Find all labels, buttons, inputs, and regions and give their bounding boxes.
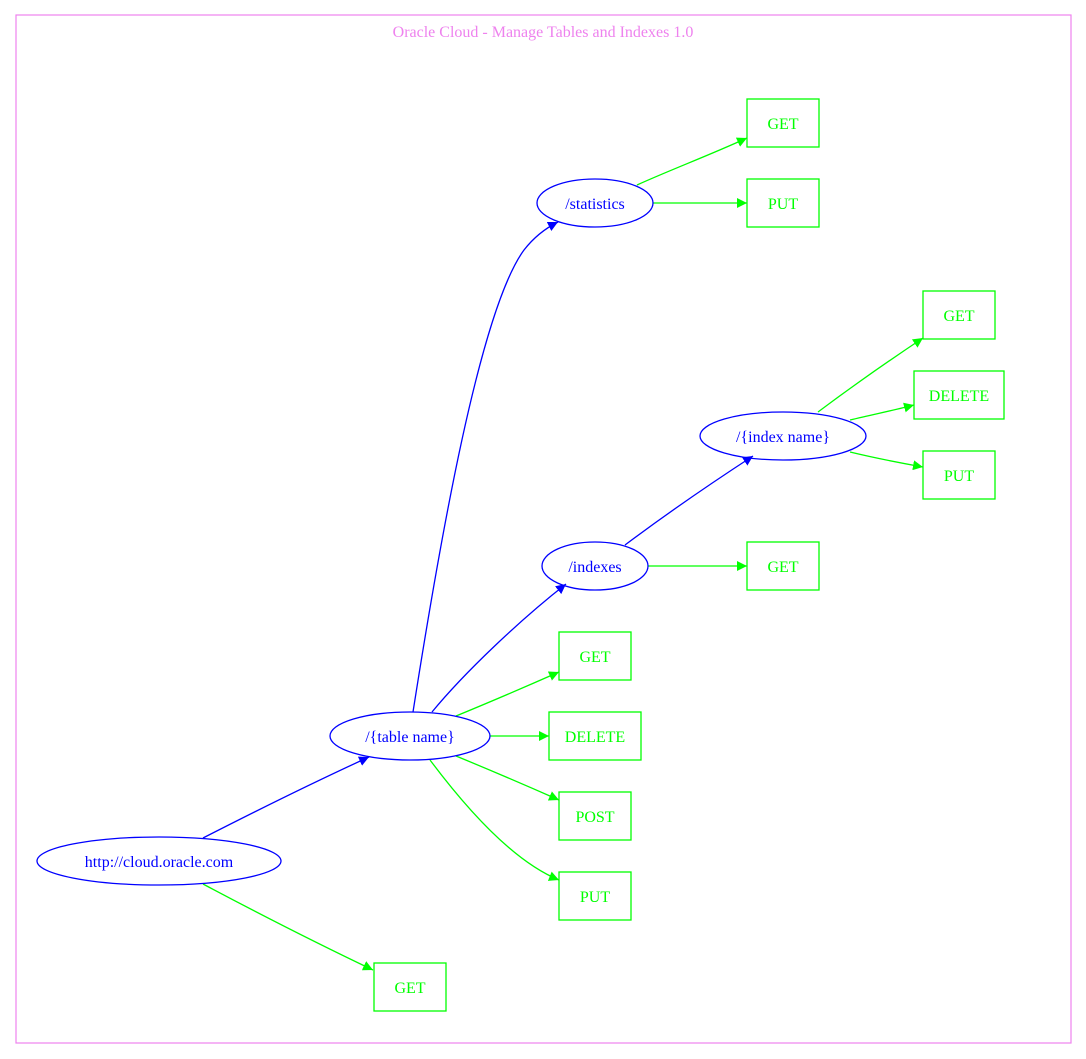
resource-node-table: /{table name} — [329, 711, 491, 761]
index_delete-label: DELETE — [929, 388, 989, 405]
method-node-statistics_get: GET — [746, 98, 820, 148]
method-node-statistics_put: PUT — [746, 178, 820, 228]
root-label: http://cloud.oracle.com — [85, 854, 234, 871]
edge-index-to-index_put — [849, 451, 924, 471]
statistics_get-label: GET — [767, 116, 798, 133]
resource-node-statistics: /statistics — [536, 178, 654, 228]
root-shape — [36, 836, 282, 886]
edge-root-to-table — [202, 756, 370, 839]
table_get-shape — [558, 631, 632, 681]
diagram-frame — [15, 14, 1072, 1044]
statistics-label: /statistics — [565, 196, 625, 213]
index_get-shape — [922, 290, 996, 340]
root_get-label: GET — [394, 980, 425, 997]
edge-table-to-table_put — [429, 759, 560, 881]
edge-root-to-root_get — [202, 883, 374, 971]
statistics_get-shape — [746, 98, 820, 148]
statistics_put-shape — [746, 178, 820, 228]
table_get-label: GET — [579, 649, 610, 666]
index_delete-shape — [913, 370, 1005, 420]
indexes-label: /indexes — [568, 559, 621, 576]
method-node-index_delete: DELETE — [913, 370, 1005, 420]
edge-index-to-index_delete — [849, 402, 915, 421]
method-node-table_post: POST — [558, 791, 632, 841]
method-node-indexes_get: GET — [746, 541, 820, 591]
resource-node-index: /{index name} — [699, 411, 867, 461]
statistics-shape — [536, 178, 654, 228]
index_put-label: PUT — [944, 468, 974, 485]
table_post-shape — [558, 791, 632, 841]
table_put-label: PUT — [580, 889, 610, 906]
edge-indexes-to-index — [624, 455, 754, 546]
statistics_put-label: PUT — [768, 196, 798, 213]
table_delete-shape — [548, 711, 642, 761]
method-node-root_get: GET — [373, 962, 447, 1012]
index_get-label: GET — [943, 308, 974, 325]
resource-node-indexes: /indexes — [541, 541, 649, 591]
method-node-index_put: PUT — [922, 450, 996, 500]
index-label: /{index name} — [736, 429, 830, 446]
table-shape — [329, 711, 491, 761]
edge-table-to-indexes — [431, 583, 567, 713]
resource-node-root: http://cloud.oracle.com — [36, 836, 282, 886]
diagram-title: Oracle Cloud - Manage Tables and Indexes… — [393, 24, 694, 41]
root_get-shape — [373, 962, 447, 1012]
index-shape — [699, 411, 867, 461]
table_post-label: POST — [575, 809, 614, 826]
edge-table-to-statistics — [412, 221, 559, 713]
edge-index-to-index_get — [817, 337, 924, 413]
table_put-shape — [558, 871, 632, 921]
method-node-index_get: GET — [922, 290, 996, 340]
indexes_get-label: GET — [767, 559, 798, 576]
table-label: /{table name} — [365, 729, 455, 746]
indexes-shape — [541, 541, 649, 591]
method-node-table_delete: DELETE — [548, 711, 642, 761]
edge-table-to-table_get — [455, 671, 560, 717]
method-node-table_get: GET — [558, 631, 632, 681]
edge-table-to-table_post — [455, 755, 560, 801]
index_put-shape — [922, 450, 996, 500]
table_delete-label: DELETE — [565, 729, 625, 746]
indexes_get-shape — [746, 541, 820, 591]
edge-statistics-to-statistics_get — [636, 137, 748, 186]
edges — [202, 137, 924, 971]
method-node-table_put: PUT — [558, 871, 632, 921]
